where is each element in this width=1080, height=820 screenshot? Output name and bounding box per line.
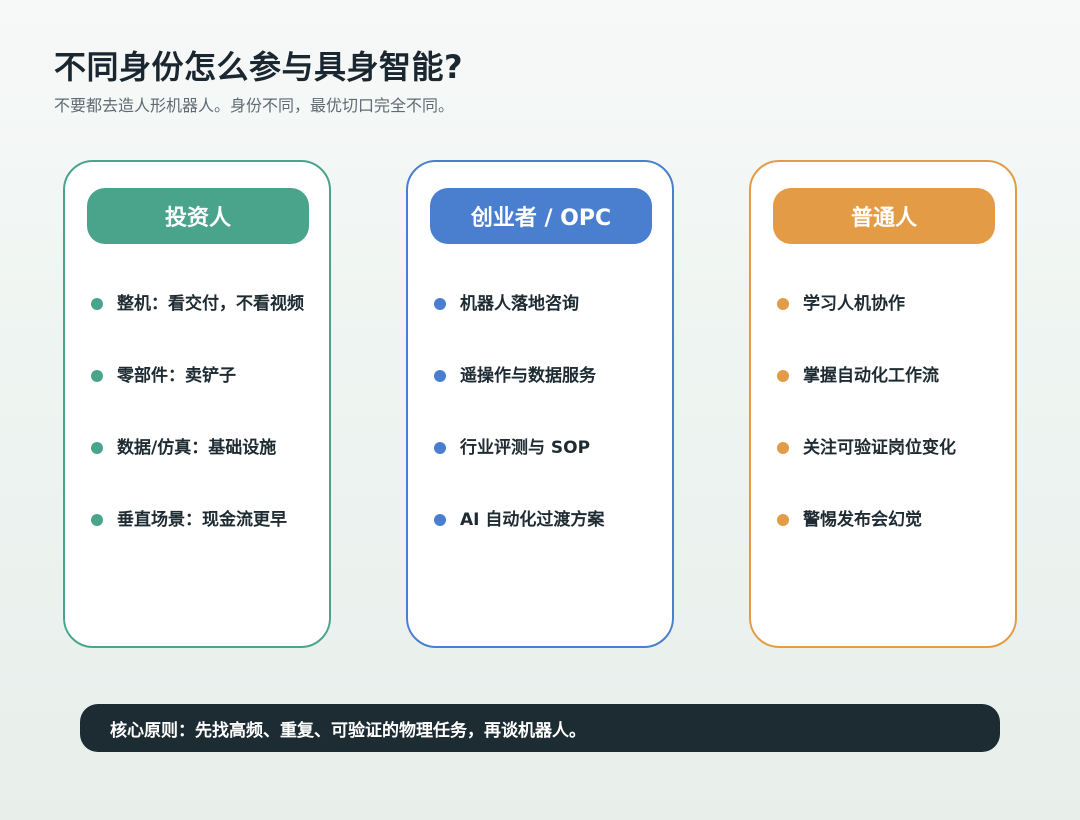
list-item-text: 警惕发布会幻觉: [803, 510, 922, 530]
list-item: 行业评测与 SOP: [434, 434, 604, 506]
core-principle-banner: 核心原则：先找高频、重复、可验证的物理任务，再谈机器人。: [80, 704, 1000, 752]
list-item: 遥操作与数据服务: [434, 362, 604, 434]
bullet-dot-icon: [434, 514, 446, 526]
bullet-dot-icon: [434, 370, 446, 382]
list-item: AI 自动化过渡方案: [434, 506, 604, 578]
card-general-public-label: 普通人: [773, 188, 995, 244]
list-item: 关注可验证岗位变化: [777, 434, 956, 506]
list-item-text: 学习人机协作: [803, 294, 905, 314]
bullet-dot-icon: [91, 298, 103, 310]
bullet-dot-icon: [777, 514, 789, 526]
page-subtitle: 不要都去造人形机器人。身份不同，最优切口完全不同。: [54, 96, 455, 115]
bullet-dot-icon: [91, 514, 103, 526]
card-general-public-list: 学习人机协作 掌握自动化工作流 关注可验证岗位变化 警惕发布会幻觉: [777, 290, 956, 578]
card-general-public: 普通人 学习人机协作 掌握自动化工作流 关注可验证岗位变化 警惕发布会幻觉: [749, 160, 1017, 648]
list-item: 数据/仿真：基础设施: [91, 434, 304, 506]
bullet-dot-icon: [434, 442, 446, 454]
card-founder-list: 机器人落地咨询 遥操作与数据服务 行业评测与 SOP AI 自动化过渡方案: [434, 290, 604, 578]
bullet-dot-icon: [777, 298, 789, 310]
card-investor-list: 整机：看交付，不看视频 零部件：卖铲子 数据/仿真：基础设施 垂直场景：现金流更…: [91, 290, 304, 578]
card-investor-label: 投资人: [87, 188, 309, 244]
card-investor: 投资人 整机：看交付，不看视频 零部件：卖铲子 数据/仿真：基础设施 垂直场景：…: [63, 160, 331, 648]
list-item: 警惕发布会幻觉: [777, 506, 956, 578]
list-item-text: 机器人落地咨询: [460, 294, 579, 314]
list-item: 垂直场景：现金流更早: [91, 506, 304, 578]
list-item-text: 掌握自动化工作流: [803, 366, 939, 386]
list-item: 掌握自动化工作流: [777, 362, 956, 434]
core-principle-text: 核心原则：先找高频、重复、可验证的物理任务，再谈机器人。: [110, 720, 586, 741]
list-item-text: 遥操作与数据服务: [460, 366, 596, 386]
bullet-dot-icon: [91, 370, 103, 382]
list-item-text: AI 自动化过渡方案: [460, 510, 605, 530]
list-item-text: 整机：看交付，不看视频: [117, 294, 304, 314]
list-item-text: 行业评测与 SOP: [460, 438, 591, 458]
card-founder: 创业者 / OPC 机器人落地咨询 遥操作与数据服务 行业评测与 SOP AI …: [406, 160, 674, 648]
list-item: 学习人机协作: [777, 290, 956, 362]
list-item-text: 数据/仿真：基础设施: [117, 438, 277, 458]
bullet-dot-icon: [777, 442, 789, 454]
page-title: 不同身份怎么参与具身智能?: [54, 48, 464, 86]
list-item-text: 关注可验证岗位变化: [803, 438, 956, 458]
list-item: 机器人落地咨询: [434, 290, 604, 362]
card-founder-label: 创业者 / OPC: [430, 188, 652, 244]
list-item-text: 零部件：卖铲子: [117, 366, 236, 386]
list-item-text: 垂直场景：现金流更早: [117, 510, 287, 530]
bullet-dot-icon: [777, 370, 789, 382]
bullet-dot-icon: [434, 298, 446, 310]
bullet-dot-icon: [91, 442, 103, 454]
list-item: 整机：看交付，不看视频: [91, 290, 304, 362]
list-item: 零部件：卖铲子: [91, 362, 304, 434]
